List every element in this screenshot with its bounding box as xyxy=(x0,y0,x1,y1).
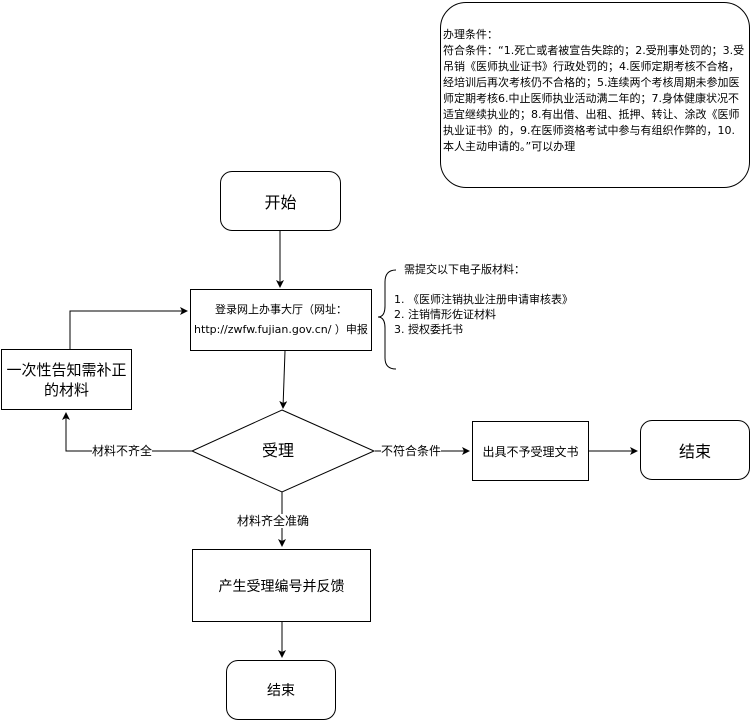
apply-online-line2: http://zwfw.fujian.gov.cn/ ）申报 xyxy=(194,323,368,336)
apply-online-node: 登录网上办事大厅（网址： http://zwfw.fujian.gov.cn/ … xyxy=(190,289,372,351)
accept-diamond-shape xyxy=(190,409,376,493)
end-bottom-node: 结束 xyxy=(226,660,336,720)
notify-supplement-node: 一次性告知需补正 的材料 xyxy=(1,349,132,410)
edge-apply-to-accept xyxy=(279,350,288,409)
edge-label-incomplete: 材料不齐全 xyxy=(92,444,153,458)
materials-item-1: 1. 《医师注销执业注册申请审核表》 xyxy=(394,293,573,306)
start-label: 开始 xyxy=(264,193,297,212)
notify-line2: 的材料 xyxy=(43,380,89,399)
apply-online-line1: 登录网上办事大厅（网址： xyxy=(215,303,347,316)
materials-item-3: 3. 授权委托书 xyxy=(394,323,463,336)
edge-label-not-eligible: 不符合条件 xyxy=(381,444,442,458)
end-bottom-label: 结束 xyxy=(267,683,295,699)
materials-item-2: 2. 注销情形佐证材料 xyxy=(394,308,496,321)
conditions-text: 符合条件：“1.死亡或者被宣告失踪的；2.受刑事处罚的；3.受吊销《医师执业证书… xyxy=(443,44,745,153)
edge-label-complete: 材料齐全准确 xyxy=(237,514,310,528)
generate-number-node: 产生受理编号并反馈 xyxy=(192,549,371,622)
start-node: 开始 xyxy=(220,171,341,231)
end-right-node: 结束 xyxy=(640,420,750,480)
end-right-label: 结束 xyxy=(678,442,711,461)
notify-line1: 一次性告知需补正 xyxy=(6,360,127,379)
edge-notify-to-apply xyxy=(69,307,188,349)
generate-number-label: 产生受理编号并反馈 xyxy=(218,578,345,595)
conditions-heading: 办理条件： xyxy=(443,28,498,41)
conditions-note: 办理条件： 符合条件：“1.死亡或者被宣告失踪的；2.受刑事处罚的；3.受吊销《… xyxy=(440,2,750,188)
materials-brace xyxy=(377,269,397,370)
reject-doc-node: 出具不予受理文书 xyxy=(472,421,589,481)
accept-label: 受理 xyxy=(262,441,295,460)
materials-note: 需提交以下电子版材料： 1. 《医师注销执业注册申请审核表》 2. 注销情形佐证… xyxy=(394,262,694,337)
reject-doc-label: 出具不予受理文书 xyxy=(482,444,579,459)
materials-heading: 需提交以下电子版材料： xyxy=(404,263,525,276)
